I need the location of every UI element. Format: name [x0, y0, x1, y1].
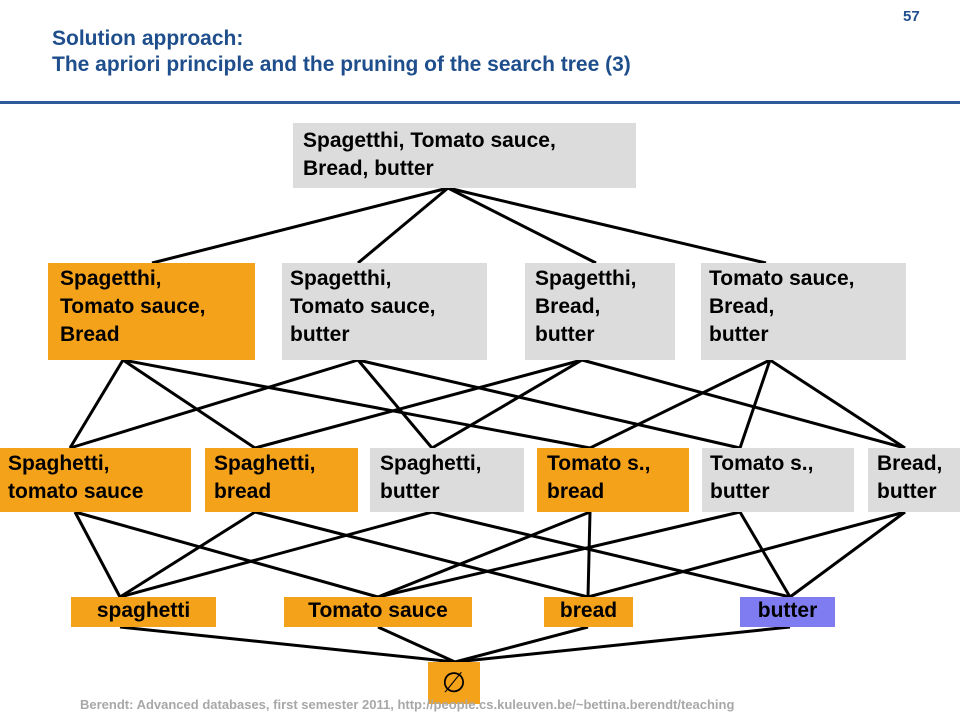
slide-title-line2: The apriori principle and the pruning of…: [52, 53, 631, 76]
itemset-spaghetti-bread-butter: Spagetthi, Bread, butter: [525, 263, 675, 360]
edge: [769, 358, 906, 450]
itemset-spaghetti-butter: Spaghetti, butter: [370, 448, 524, 512]
edge: [357, 358, 741, 450]
edge: [454, 625, 791, 664]
edge: [377, 625, 456, 664]
page-number: 57: [903, 8, 920, 25]
edge: [447, 186, 767, 265]
itemset-spaghetti-tomato: Spaghetti, tomato sauce: [0, 448, 191, 512]
edge: [586, 511, 592, 598]
edge: [377, 510, 741, 599]
title-divider: [0, 101, 960, 104]
edge: [431, 358, 583, 450]
edge: [357, 186, 449, 265]
edge: [738, 511, 792, 598]
edge: [589, 358, 771, 450]
slide-title: Solution approach: The apriori principle…: [52, 26, 631, 78]
slide-title-line1: Solution approach:: [52, 27, 244, 50]
itemset-top-all-four: Spagetthi, Tomato sauce, Bread, butter: [293, 123, 636, 188]
edge: [74, 510, 379, 599]
edge: [122, 358, 256, 450]
edge: [254, 510, 589, 599]
edge: [356, 359, 434, 449]
item-butter: butter: [740, 597, 835, 627]
item-tomato-sauce: Tomato sauce: [284, 597, 472, 627]
edge: [151, 186, 449, 265]
edge: [122, 358, 591, 450]
edge: [119, 510, 433, 599]
edge: [447, 186, 597, 265]
edge: [68, 359, 125, 449]
edge: [789, 510, 906, 599]
item-bread: bread: [544, 597, 633, 627]
item-spaghetti: spaghetti: [71, 597, 216, 627]
edge: [581, 358, 906, 450]
itemset-spaghetti-bread: Spaghetti, bread: [205, 448, 358, 512]
itemset-tomato-butter: Tomato s., butter: [702, 448, 854, 512]
itemset-tomato-bread-butter: Tomato sauce, Bread, butter: [701, 263, 906, 360]
edge: [69, 358, 359, 450]
empty-set: ∅: [428, 662, 480, 704]
edge: [431, 510, 791, 599]
edge: [119, 625, 456, 664]
edge: [454, 625, 589, 664]
itemset-spaghetti-tomato-butter: Spagetthi, Tomato sauce, butter: [282, 263, 487, 360]
edge: [119, 510, 256, 599]
itemset-spaghetti-tomato-bread: Spagetthi, Tomato sauce, Bread: [48, 263, 255, 360]
edge: [254, 358, 583, 450]
footer-citation: Berendt: Advanced databases, first semes…: [80, 697, 735, 712]
edge: [73, 511, 122, 598]
itemset-tomato-bread: Tomato s., bread: [537, 448, 689, 512]
edge: [738, 359, 772, 449]
edge: [587, 510, 906, 599]
edge: [377, 510, 591, 599]
empty-set-symbol: ∅: [441, 666, 467, 699]
itemset-bread-butter: Bread, butter: [868, 448, 960, 512]
